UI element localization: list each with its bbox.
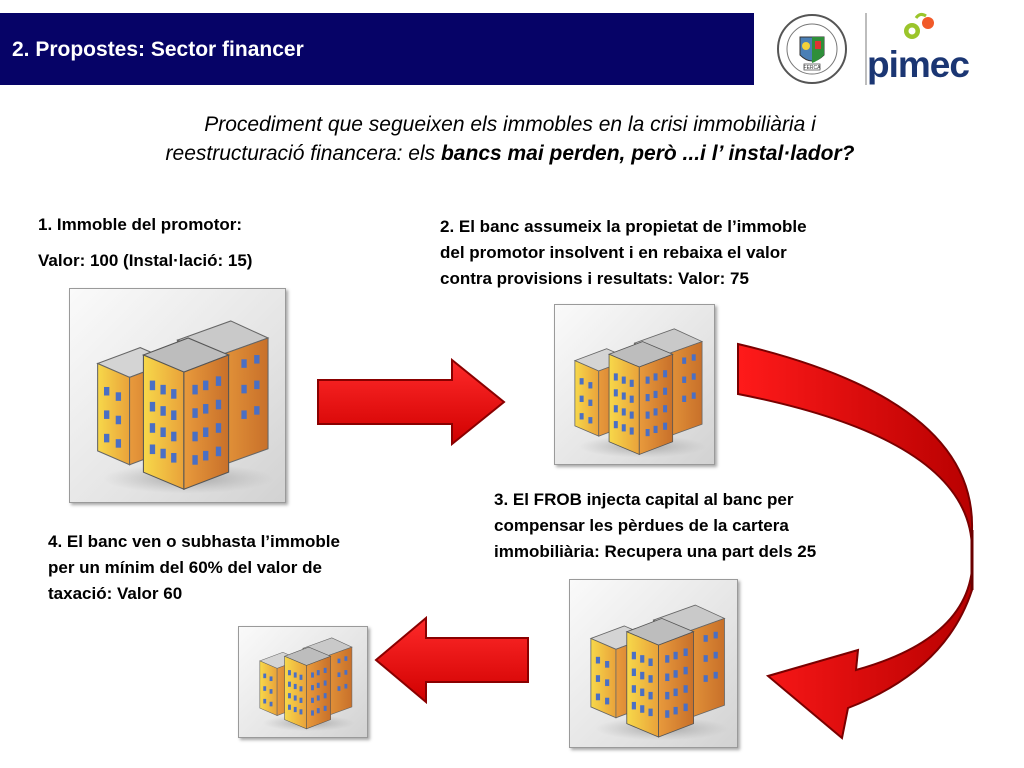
ferca-seal-label: FERCA — [804, 65, 822, 71]
ferca-seal-icon: FERCA — [777, 14, 847, 84]
building-icon — [590, 604, 730, 741]
building-image-4 — [238, 626, 368, 738]
pimec-logo-icon — [904, 12, 934, 39]
step-1-text: 1. Immoble del promotor: Valor: 100 (Ins… — [38, 212, 252, 274]
intro-line-1: Procediment que segueixen els immobles e… — [204, 113, 816, 136]
step-4-line-1: 4. El banc ven o subhasta l’immoble — [48, 532, 340, 551]
pimec-logo-text: pimec — [867, 44, 970, 85]
page-title: 2. Propostes: Sector financer — [12, 38, 304, 61]
step-3-line-1: 3. El FROB injecta capital al banc per — [494, 490, 794, 509]
step-3-line-3: immobiliària: Recupera una part dels 25 — [494, 542, 817, 561]
step-3-text: 3. El FROB injecta capital al banc per c… — [494, 487, 816, 565]
intro-line-2-bold: bancs mai perden, però ...i l’ instal·la… — [440, 142, 855, 165]
header-gap — [754, 13, 760, 85]
step-1-value: Valor: 100 (Instal·lació: 15) — [38, 251, 253, 270]
building-icon — [97, 320, 274, 495]
step-3-line-2: compensar les pèrdues de la cartera — [494, 516, 789, 535]
step-4-line-3: taxació: Valor 60 — [48, 584, 183, 603]
building-icon — [259, 637, 356, 732]
step-4-line-2: per un mínim del 60% del valor de — [48, 558, 322, 577]
logo-separator — [865, 13, 867, 85]
header-bar — [0, 13, 754, 85]
building-image-2 — [554, 304, 715, 465]
building-image-3 — [569, 579, 738, 748]
intro-line-2-pre: reestructuració financera: els — [165, 142, 441, 165]
building-icon — [574, 328, 707, 459]
intro-line-2: reestructuració financera: els bancs mai… — [60, 139, 960, 168]
step-2-text: 2. El banc assumeix la propietat de l’im… — [440, 214, 807, 292]
step-2-line-2: del promotor insolvent i en rebaixa el v… — [440, 243, 787, 262]
step-1-title: 1. Immoble del promotor: — [38, 215, 243, 234]
arrow-right-icon — [317, 358, 506, 446]
step-4-text: 4. El banc ven o subhasta l’immoble per … — [48, 529, 340, 607]
building-image-1 — [69, 288, 286, 503]
arrow-left-icon — [374, 616, 529, 704]
ferca-logo: FERCA — [760, 13, 864, 85]
step-2-line-1: 2. El banc assumeix la propietat de l’im… — [440, 217, 807, 236]
curved-arrow-icon — [737, 342, 974, 740]
intro-text: Procediment que segueixen els immobles e… — [60, 110, 960, 168]
step-2-line-3: contra provisions i resultats: Valor: 75 — [440, 269, 749, 288]
